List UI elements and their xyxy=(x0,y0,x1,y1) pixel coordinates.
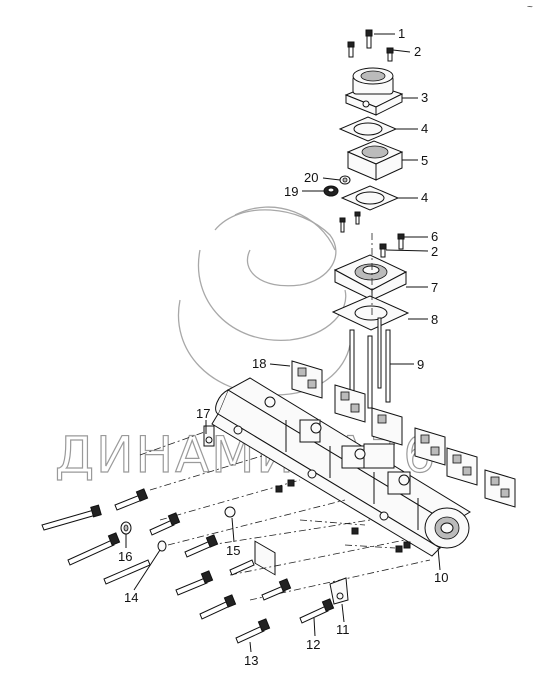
bolt-6-icon xyxy=(379,233,405,258)
bolt-long-icon xyxy=(235,618,271,644)
callout-16: 16 xyxy=(118,549,132,564)
long-bolts xyxy=(41,488,335,644)
callout-12: 12 xyxy=(306,637,320,652)
gasket-8 xyxy=(331,295,410,331)
bolt-long-icon xyxy=(175,570,214,596)
washers xyxy=(120,479,411,553)
bolt-long-icon xyxy=(41,504,102,531)
bolt-long-icon xyxy=(229,559,255,576)
part-7-flange xyxy=(333,254,408,301)
callout-8: 8 xyxy=(431,312,438,327)
callout-7: 7 xyxy=(431,280,438,295)
callout-4: 4 xyxy=(421,121,428,136)
callout-10: 10 xyxy=(434,570,448,585)
callout-17: 17 xyxy=(196,406,210,421)
part-5-adapter xyxy=(346,140,404,181)
top-stack xyxy=(323,29,410,409)
fitting-19-icon xyxy=(323,185,339,197)
bolt-small-icon xyxy=(339,211,361,233)
callouts: 1 2 3 4 5 20 19 4 6 2 7 8 18 9 17 16 15 … xyxy=(118,26,448,668)
callout-4: 4 xyxy=(421,190,428,205)
callout-19: 19 xyxy=(284,184,298,199)
callout-14: 14 xyxy=(124,590,138,605)
gasket-4-lower xyxy=(340,185,400,211)
callout-15: 15 xyxy=(226,543,240,558)
part-11-bracket xyxy=(329,577,349,605)
bolt-long-icon xyxy=(299,598,335,624)
part-17-bracket xyxy=(203,425,215,447)
callout-2: 2 xyxy=(431,244,438,259)
bolt-long-icon xyxy=(199,594,237,620)
bolt-1-icon xyxy=(365,29,373,49)
callout-11: 11 xyxy=(336,622,350,637)
callout-1: 1 xyxy=(398,26,405,41)
callout-2: 2 xyxy=(414,44,421,59)
callout-9: 9 xyxy=(417,357,424,372)
port-gaskets-18 xyxy=(291,360,516,508)
callout-6: 6 xyxy=(431,229,438,244)
callout-5: 5 xyxy=(421,153,428,168)
callout-13: 13 xyxy=(244,653,258,668)
bolt-long-icon xyxy=(261,578,292,601)
corner-mark: ~ xyxy=(527,2,533,13)
fitting-20-icon xyxy=(339,175,351,185)
exhaust-manifold-10 xyxy=(211,377,471,576)
part-3-outlet xyxy=(344,67,404,116)
callout-3: 3 xyxy=(421,90,428,105)
bolt-long-icon xyxy=(149,512,181,536)
callout-18: 18 xyxy=(252,356,266,371)
gasket-4-upper xyxy=(338,116,398,142)
bolt-long-icon xyxy=(67,532,121,566)
leader-lines xyxy=(125,33,441,653)
bolt-long-icon xyxy=(184,534,219,558)
callout-20: 20 xyxy=(304,170,318,185)
bolt-long-icon xyxy=(114,488,149,511)
